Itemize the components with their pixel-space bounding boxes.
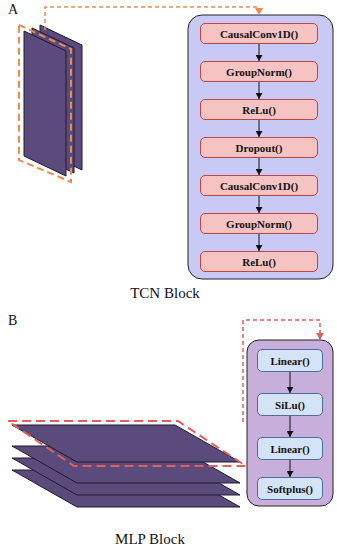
layer-name: SiLu()	[275, 399, 305, 411]
flow-arrow	[290, 372, 291, 393]
layer-name: ReLu()	[242, 104, 276, 116]
mlp-layer-box: SiLu()	[257, 393, 323, 416]
mlp-layer-box: Linear()	[257, 437, 323, 460]
layer-name: Dropout()	[236, 142, 283, 154]
tcn-layer-box: GroupNorm()	[200, 61, 318, 82]
layer-name: GroupNorm()	[226, 218, 292, 230]
flow-arrow	[259, 158, 260, 175]
layer-stack	[24, 25, 82, 176]
layer-name: GroupNorm()	[226, 66, 292, 78]
tcn-layer-box: GroupNorm()	[200, 213, 318, 234]
panel-letter: B	[8, 313, 17, 329]
tcn-layer-box: ReLu()	[200, 99, 318, 120]
tcn-panel	[188, 15, 333, 279]
tcn-layer-box: Dropout()	[200, 137, 318, 158]
mlp-panel	[247, 340, 333, 506]
panel-letter: A	[8, 2, 18, 18]
layer-name: Linear()	[270, 443, 309, 455]
flow-arrow	[259, 234, 260, 251]
layer-name: Linear()	[270, 355, 309, 367]
block-caption: MLP Block	[115, 531, 185, 548]
flow-arrow	[290, 460, 291, 477]
flow-arrow	[259, 82, 260, 99]
block-caption: TCN Block	[130, 285, 200, 302]
flow-arrow	[259, 44, 260, 61]
layer-name: Softplus()	[267, 483, 313, 495]
selection-outline	[19, 25, 71, 182]
mlp-layer-box: Linear()	[257, 349, 323, 372]
layer-name: CausalConv1D()	[220, 28, 298, 40]
tcn-layer-box: CausalConv1D()	[200, 175, 318, 196]
flow-arrow	[290, 416, 291, 437]
selection-outline	[8, 421, 246, 466]
tcn-layer-box: ReLu()	[200, 251, 318, 272]
layer-name: CausalConv1D()	[220, 180, 298, 192]
layer-name: ReLu()	[242, 256, 276, 268]
flow-arrow	[259, 120, 260, 137]
mlp-layer-box: Softplus()	[257, 477, 323, 500]
flow-arrow	[259, 196, 260, 213]
tcn-layer-box: CausalConv1D()	[200, 23, 318, 44]
